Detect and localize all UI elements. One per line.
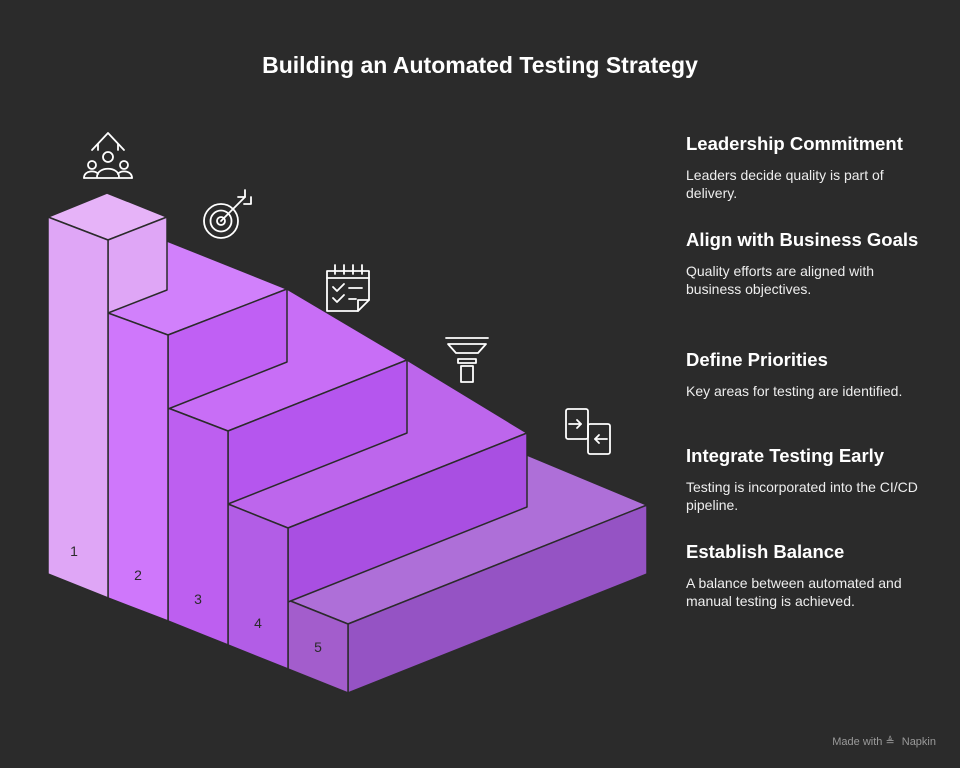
step-1-entry: Leadership Commitment Leaders decide qua… <box>686 132 926 202</box>
step-4-front <box>227 503 289 670</box>
step-1-block <box>47 192 168 599</box>
step-3-front <box>167 407 229 646</box>
step-1-number: 1 <box>70 543 78 559</box>
step-2-entry: Align with Business Goals Quality effort… <box>686 228 926 298</box>
step-2-description: Quality efforts are aligned with busines… <box>686 263 875 297</box>
step-3-heading: Define Priorities <box>686 349 828 370</box>
step-5-entry: Establish Balance A balance between auto… <box>686 540 926 610</box>
footer-credit[interactable]: Made with ≜ Napkin <box>832 735 936 748</box>
step-5-heading: Establish Balance <box>686 541 845 562</box>
funnel-icon <box>445 337 489 383</box>
step-2-number: 2 <box>134 567 142 583</box>
leadership-icon <box>83 132 133 179</box>
step-4-heading: Integrate Testing Early <box>686 445 885 466</box>
step-5-description: A balance between automated and manual t… <box>686 575 902 609</box>
step-4-description: Testing is incorporated into the CI/CD p… <box>686 479 918 513</box>
napkin-logo-icon: ≜ <box>885 736 895 748</box>
step-5-number: 5 <box>314 639 322 655</box>
step-2-heading: Align with Business Goals <box>686 229 919 250</box>
brand-label: Napkin <box>901 736 936 748</box>
step-4-number: 4 <box>254 615 262 631</box>
step-1-front <box>47 216 109 599</box>
staircase-diagram: 1 2 3 4 5 <box>47 132 648 694</box>
checklist-icon <box>326 264 370 312</box>
step-3-number: 3 <box>194 591 202 607</box>
exchange-icon <box>565 408 611 455</box>
step-4-entry: Integrate Testing Early Testing is incor… <box>686 444 926 514</box>
target-icon <box>203 189 252 239</box>
step-3-description: Key areas for testing are identified. <box>686 383 903 399</box>
diagram-title: Building an Automated Testing Strategy <box>262 52 698 78</box>
step-5-block <box>287 454 648 694</box>
step-3-entry: Define Priorities Key areas for testing … <box>686 348 926 400</box>
made-with-label: Made with <box>832 736 883 748</box>
step-1-heading: Leadership Commitment <box>686 133 903 154</box>
step-1-description: Leaders decide quality is part of delive… <box>686 167 884 201</box>
